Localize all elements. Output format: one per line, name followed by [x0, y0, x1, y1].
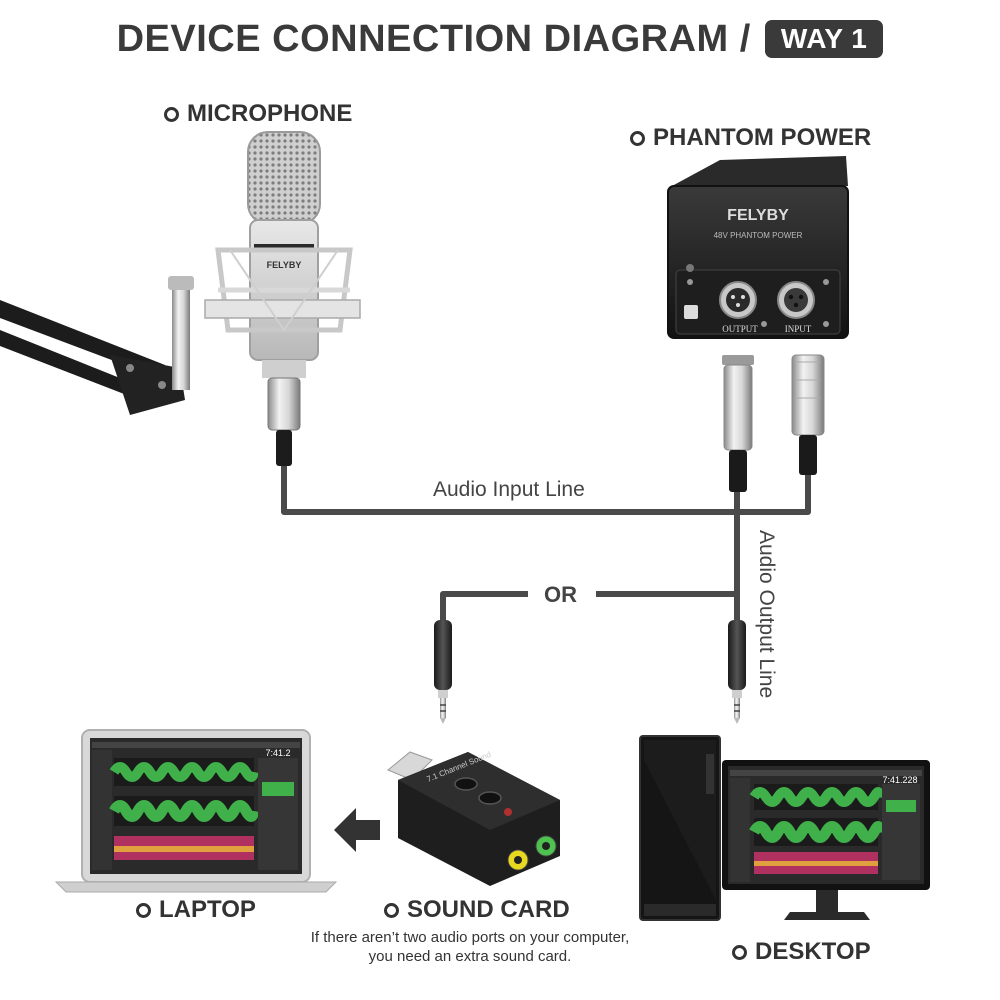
- audio-output-cable: [440, 490, 740, 625]
- audio-input-cable: [281, 465, 811, 515]
- sound-card-label: SOUND CARD: [384, 896, 570, 924]
- diagram-title: DEVICE CONNECTION DIAGRAM / WAY 1: [0, 14, 1000, 64]
- desktop-daw-time: 7:41.228: [882, 775, 917, 785]
- desktop-monitor-image: [722, 760, 930, 920]
- sound-card-image: [387, 751, 560, 886]
- laptop-daw-time: 7:41.2: [265, 748, 290, 758]
- phantom-model: 48V PHANTOM POWER: [714, 231, 803, 240]
- bullet-icon: [732, 944, 747, 960]
- sound-card-label-text: SOUND CARD: [407, 896, 570, 923]
- boom-arm: [0, 276, 194, 415]
- title-badge: WAY 1: [764, 20, 884, 58]
- bullet-icon: [164, 106, 179, 122]
- audio-output-line-label: Audio Output Line: [755, 530, 778, 699]
- laptop-label-text: LAPTOP: [159, 896, 256, 923]
- jack-to-desktop: [728, 620, 746, 724]
- desktop-label-text: DESKTOP: [755, 938, 871, 965]
- title-text: DEVICE CONNECTION DIAGRAM /: [116, 17, 751, 60]
- microphone-image: [204, 131, 361, 466]
- laptop-image: [54, 729, 338, 893]
- jack-to-sound-card: [434, 620, 452, 724]
- port-output-label: OUTPUT: [722, 324, 758, 334]
- microphone-label-text: MICROPHONE: [187, 100, 353, 127]
- phantom-power-label: PHANTOM POWER: [630, 124, 871, 152]
- desktop-label: DESKTOP: [732, 938, 871, 966]
- xlr-male-plug: [791, 354, 825, 475]
- mic-brand: FELYBY: [267, 260, 302, 270]
- bullet-icon: [630, 130, 645, 146]
- xlr-female-plug: [722, 355, 754, 492]
- phantom-power-image: [667, 156, 849, 339]
- bullet-icon: [384, 902, 399, 918]
- phantom-brand: FELYBY: [727, 207, 789, 224]
- desktop-tower-image: [639, 735, 721, 921]
- laptop-label: LAPTOP: [136, 896, 256, 924]
- microphone-label: MICROPHONE: [164, 100, 352, 128]
- sound-card-note: If there aren’t two audio ports on your …: [310, 929, 630, 965]
- bullet-icon: [136, 902, 151, 918]
- port-input-label: INPUT: [785, 324, 812, 334]
- phantom-power-label-text: PHANTOM POWER: [653, 124, 872, 151]
- arrow-left-icon: [334, 808, 380, 852]
- audio-input-line-label: Audio Input Line: [433, 478, 585, 501]
- or-label: OR: [544, 582, 577, 607]
